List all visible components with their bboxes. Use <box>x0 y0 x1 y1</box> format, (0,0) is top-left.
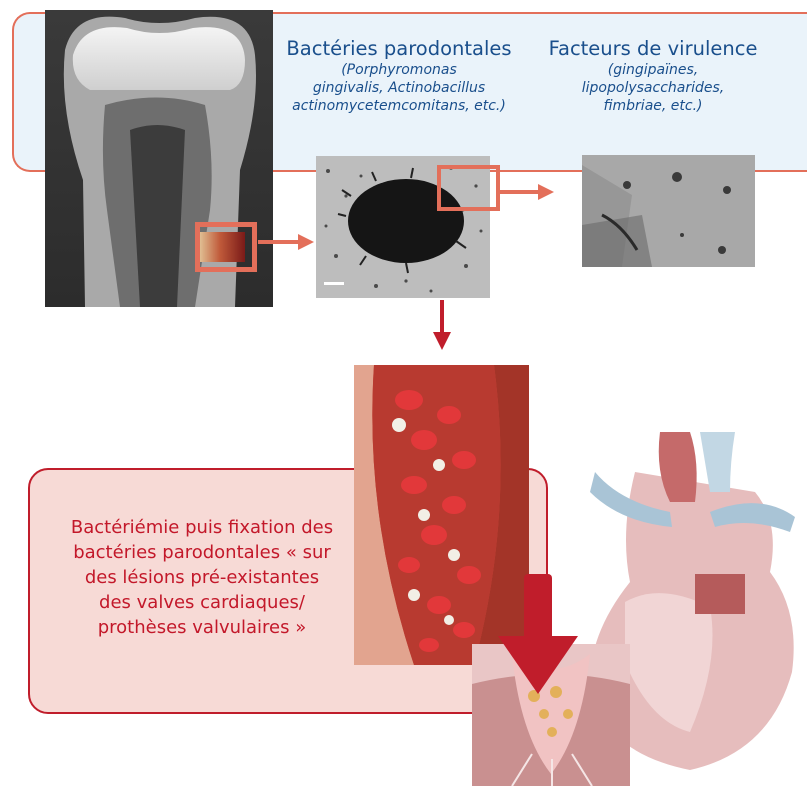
virulence-sub-line: lipopolysaccharides, <box>548 79 758 97</box>
arrow-icon <box>258 230 316 254</box>
bacteria-text-group: Bactéries parodontales (Porphyromonas gi… <box>270 37 528 115</box>
lesion-highlight <box>195 222 257 272</box>
bacteria-sub-line: (Porphyromonas <box>270 61 528 79</box>
virulence-heading: Facteurs de virulence <box>548 37 758 61</box>
bacteria-sub-line: actinomycetemcomitans, etc.) <box>270 97 528 115</box>
arrow-icon <box>430 300 454 352</box>
bacteria-heading: Bactéries parodontales <box>270 37 528 61</box>
bacteremia-line: prothèses valvulaires » <box>42 615 362 640</box>
bacteremia-line: Bactériémie puis fixation des <box>42 515 362 540</box>
virulence-micrograph-image <box>582 155 755 267</box>
virulence-text-group: Facteurs de virulence (gingipaïnes, lipo… <box>548 37 758 115</box>
bacteremia-line: des valves cardiaques/ <box>42 590 362 615</box>
virulence-sub-line: fimbriae, etc.) <box>548 97 758 115</box>
bacteremia-line: bactéries parodontales « sur <box>42 540 362 565</box>
virulence-sub-line: (gingipaïnes, <box>548 61 758 79</box>
arrow-icon <box>498 574 578 696</box>
micrograph-highlight <box>437 165 500 211</box>
bacteremia-line: des lésions pré-existantes <box>42 565 362 590</box>
arrow-icon <box>500 180 556 204</box>
bacteremia-text: Bactériémie puis fixation des bactéries … <box>42 515 362 640</box>
bacteria-sub-line: gingivalis, Actinobacillus <box>270 79 528 97</box>
